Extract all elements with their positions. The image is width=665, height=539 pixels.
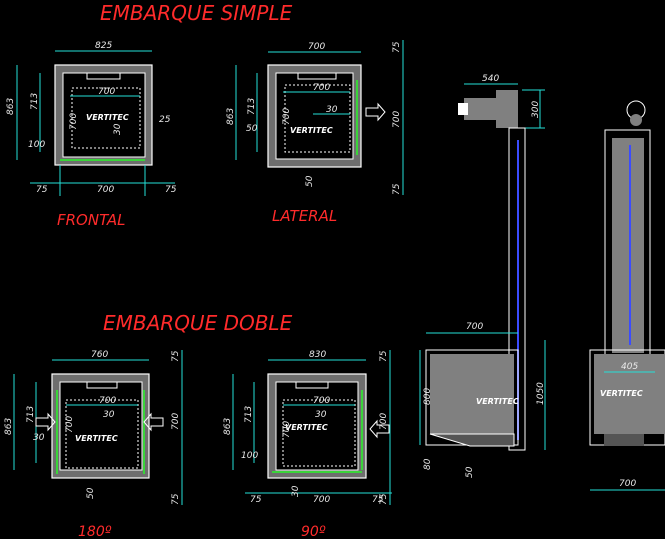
frontal-d25: 25: [159, 115, 171, 125]
lateral-d50: 50: [246, 124, 258, 134]
d90-b75l: 75: [250, 495, 262, 505]
d180-d30a: 30: [103, 410, 115, 420]
side-w700: 700: [619, 479, 636, 489]
d90-b700: 700: [313, 495, 330, 505]
label-180: 180º: [78, 524, 112, 539]
side-brand: VERTITEC: [600, 389, 643, 398]
side-w405: 405: [621, 362, 638, 372]
title-embarque-doble: EMBARQUE DOBLE: [103, 311, 293, 335]
d90-b30: 30: [291, 485, 301, 497]
d90-h-inner: 713: [244, 406, 254, 423]
lateral-r75: 75: [392, 41, 402, 53]
d180-h-outer: 863: [4, 418, 14, 435]
frontal-h-outer: 863: [6, 98, 16, 115]
d90-r700: 700: [379, 413, 389, 430]
d90-r75b: 75: [379, 493, 389, 505]
tower-h1050: 1050: [536, 382, 546, 405]
frontal-b75r: 75: [165, 185, 177, 195]
d90-inner-w: 700: [313, 396, 330, 406]
frontal-w-top: 825: [95, 41, 112, 51]
d180-d30b: 30: [33, 433, 45, 443]
frontal-b700: 700: [97, 185, 114, 195]
tower-motor-w: 540: [482, 74, 499, 84]
double-180-view: VERTITEC 760 75 863 713 700 30 30 700 70…: [4, 350, 183, 505]
d90-h-outer: 863: [223, 418, 233, 435]
frontal-d30: 30: [113, 123, 123, 135]
d90-w-top: 830: [309, 350, 326, 360]
d90-inner-v: 700: [282, 421, 292, 438]
frontal-view: VERTITEC 825 700 700 30 25 863 713 100 7…: [6, 41, 177, 196]
lateral-view: VERTITEC 700 75 863 713 50 700 700 30 70…: [226, 40, 404, 195]
tower-brand: VERTITEC: [476, 397, 519, 406]
d180-w-top: 760: [91, 350, 108, 360]
d180-inner-w: 700: [99, 396, 116, 406]
d180-b50: 50: [86, 487, 96, 499]
d180-r75: 75: [171, 350, 181, 362]
lateral-r700: 700: [392, 111, 402, 128]
frontal-inner: 700: [98, 87, 115, 97]
tower-elevation: 540 300 VERTITEC 700 800 1050 80 50: [419, 74, 546, 478]
double-90-view: VERTITEC 830 75 863 713 700 30 700 700 1…: [223, 350, 392, 505]
lateral-w-top: 700: [308, 42, 325, 52]
tower-d50: 50: [465, 466, 475, 478]
label-lateral: LATERAL: [272, 207, 337, 225]
d180-r75b: 75: [171, 493, 181, 505]
label-90: 90º: [301, 524, 326, 539]
lateral-d30: 30: [326, 105, 338, 115]
frontal-brand: VERTITEC: [86, 113, 129, 122]
d90-r75: 75: [379, 350, 389, 362]
tower-motor-h: 300: [531, 101, 541, 118]
title-embarque-simple: EMBARQUE SIMPLE: [100, 1, 293, 25]
frontal-d100: 100: [28, 140, 45, 150]
d180-h-inner: 713: [26, 406, 36, 423]
d180-inner-v: 700: [65, 416, 75, 433]
d90-d30: 30: [315, 410, 327, 420]
frontal-inner-v: 700: [69, 113, 79, 130]
lateral-b50: 50: [305, 175, 315, 187]
lateral-r75b: 75: [392, 183, 402, 195]
d180-r700: 700: [171, 413, 181, 430]
side-column: VERTITEC 405 700: [589, 100, 665, 491]
lateral-inner-v: 700: [282, 108, 292, 125]
lateral-h-inner: 713: [247, 98, 257, 115]
tower-cab-w: 700: [466, 322, 483, 332]
frontal-b75l: 75: [36, 185, 48, 195]
d90-d100: 100: [241, 451, 258, 461]
d90-b75r: 75: [372, 495, 384, 505]
tower-h80: 80: [423, 458, 433, 470]
label-frontal: FRONTAL: [57, 211, 125, 229]
d90-brand: VERTITEC: [285, 423, 328, 432]
frontal-h-inner: 713: [30, 93, 40, 110]
tower-h800: 800: [423, 388, 433, 405]
lateral-inner-w: 700: [313, 83, 330, 93]
lateral-h-outer: 863: [226, 108, 236, 125]
d180-brand: VERTITEC: [75, 434, 118, 443]
lateral-brand: VERTITEC: [290, 126, 333, 135]
